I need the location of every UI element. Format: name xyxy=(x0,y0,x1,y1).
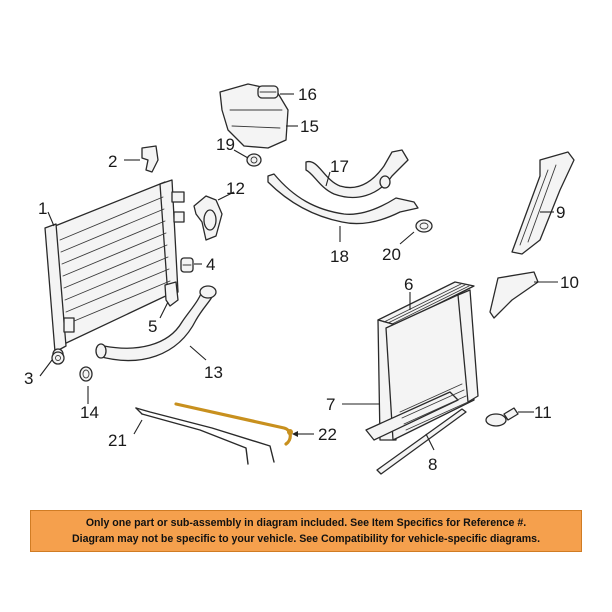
reservoir-part-15 xyxy=(219,83,289,149)
leader-lines xyxy=(39,93,558,451)
callout-20: 20 xyxy=(382,245,401,264)
callout-3: 3 xyxy=(24,369,33,388)
bracket-part-2 xyxy=(141,145,159,173)
callout-1: 1 xyxy=(38,199,47,218)
callout-22: 22 xyxy=(318,425,337,444)
upper-hose-part-12 xyxy=(193,195,223,241)
cap-part-16 xyxy=(257,85,279,99)
radiator-assembly xyxy=(44,179,185,360)
callout-12: 12 xyxy=(226,179,245,198)
callout-2: 2 xyxy=(108,152,117,171)
hose-part-17 xyxy=(305,149,409,198)
callout-15: 15 xyxy=(300,117,319,136)
lower-hose-part-13 xyxy=(95,285,217,362)
callout-13: 13 xyxy=(204,363,223,382)
push-pin-part-11 xyxy=(485,407,519,427)
seal-strip-part-8 xyxy=(376,408,467,475)
clamp-part-14 xyxy=(79,366,93,382)
callout-10: 10 xyxy=(560,273,579,292)
clamp-part-19 xyxy=(246,153,262,167)
cooler-line-part-21 xyxy=(135,407,275,465)
callout-18: 18 xyxy=(330,247,349,266)
callout-17: 17 xyxy=(330,157,349,176)
callout-4: 4 xyxy=(206,255,215,274)
disclaimer-line-1: Only one part or sub-assembly in diagram… xyxy=(85,517,527,529)
callout-14: 14 xyxy=(80,403,99,422)
callout-labels: 1 2 3 4 5 6 7 8 9 10 11 12 13 14 15 16 1… xyxy=(24,85,579,474)
condenser-part-7 xyxy=(365,289,479,441)
disclaimer-banner: Only one part or sub-assembly in diagram… xyxy=(30,510,582,552)
callout-19: 19 xyxy=(216,135,235,154)
clamp-part-20 xyxy=(415,219,433,233)
callout-11: 11 xyxy=(534,403,552,422)
grommet-part-4 xyxy=(180,257,194,273)
elbow-part-5 xyxy=(164,281,179,307)
callout-5: 5 xyxy=(148,317,157,336)
callout-7: 7 xyxy=(326,395,335,414)
bolt-part-3 xyxy=(51,351,65,365)
highlighted-line-part-22 xyxy=(174,402,293,446)
callout-6: 6 xyxy=(404,275,413,294)
disclaimer-line-2: Diagram may not be specific to your vehi… xyxy=(71,533,541,545)
callout-9: 9 xyxy=(556,203,565,222)
callout-16: 16 xyxy=(298,85,317,104)
side-seal-part-10 xyxy=(489,271,539,319)
callout-21: 21 xyxy=(108,431,127,450)
air-deflector-part-9 xyxy=(511,151,575,255)
callout-8: 8 xyxy=(428,455,437,474)
hose-part-18 xyxy=(267,173,419,225)
